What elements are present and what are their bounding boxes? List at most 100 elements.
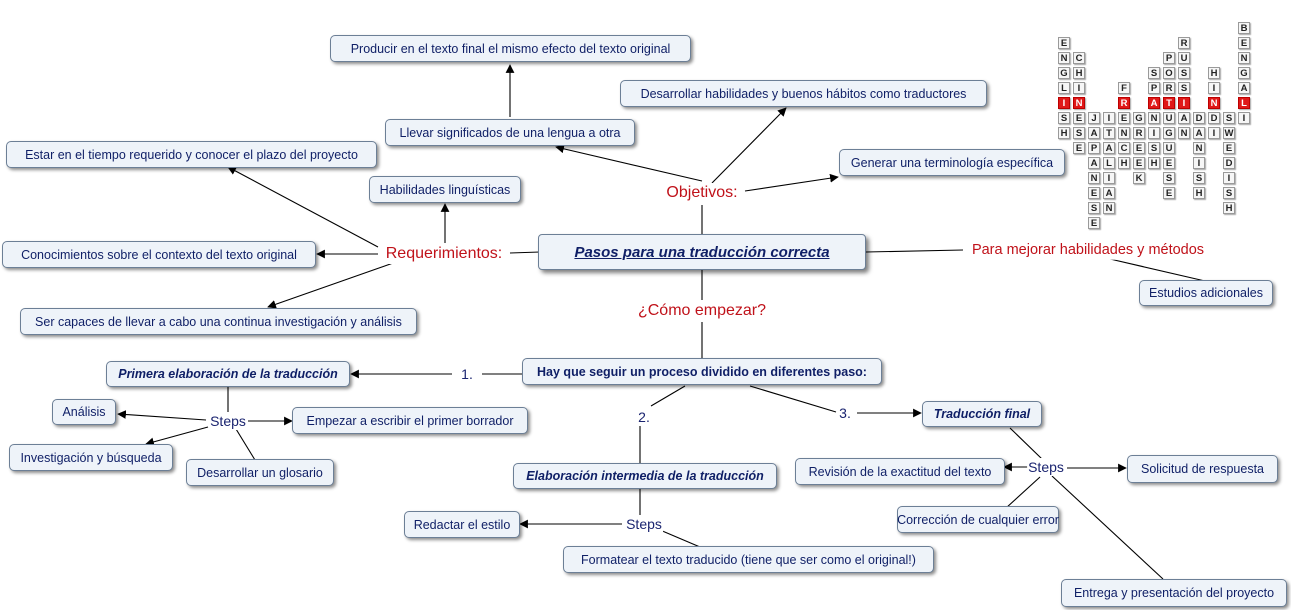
logo-tile: B	[1238, 22, 1250, 34]
logo-tile: E	[1223, 142, 1235, 154]
logo-tile: U	[1163, 142, 1175, 154]
logo-tile: N	[1193, 142, 1205, 154]
logo-tile: I	[1073, 82, 1085, 94]
arrow-desarrollar	[711, 107, 787, 184]
logo-tile: T	[1103, 127, 1115, 139]
logo-tile: E	[1238, 37, 1250, 49]
logo-tile: D	[1193, 112, 1205, 124]
node-conocimientos[interactable]: Conocimientos sobre el contexto del text…	[2, 241, 316, 268]
line-correccion	[1005, 476, 1041, 509]
logo-tile: N	[1238, 52, 1250, 64]
node-estar-tiempo[interactable]: Estar en el tiempo requerido y conocer e…	[6, 141, 377, 168]
logo-tile: I	[1223, 172, 1235, 184]
line-step2	[650, 385, 686, 407]
logo-tile: D	[1223, 157, 1235, 169]
logo-tile: N	[1058, 52, 1070, 64]
arrow-llevar	[555, 144, 703, 182]
logo-tile: F	[1118, 82, 1130, 94]
logo-tile: A	[1088, 157, 1100, 169]
logo-highlight-tile: I	[1178, 97, 1190, 109]
label-step-2: 2.	[637, 408, 651, 426]
logo-tile: S	[1193, 172, 1205, 184]
node-revision[interactable]: Revisión de la exactitud del texto	[795, 458, 1005, 485]
line-estudios	[1109, 258, 1206, 282]
node-producir[interactable]: Producir en el texto final el mismo efec…	[330, 35, 691, 62]
line-main-requerimientos	[509, 251, 541, 254]
node-traduccion-final[interactable]: Traducción final	[922, 401, 1042, 427]
logo-tile: U	[1163, 112, 1175, 124]
label-steps-intermedia: Steps	[625, 515, 663, 533]
arrow-generar	[744, 173, 839, 192]
logo-tile: E	[1133, 142, 1145, 154]
logo-tile: S	[1058, 112, 1070, 124]
logo-tile: G	[1238, 67, 1250, 79]
logo-tile: E	[1088, 217, 1100, 229]
node-llevar-significados[interactable]: Llevar significados de una lengua a otra	[385, 119, 635, 146]
logo-highlight-tile: N	[1073, 97, 1085, 109]
node-primera-elaboracion[interactable]: Primera elaboración de la traducción	[106, 361, 350, 387]
logo-tile: C	[1118, 142, 1130, 154]
node-desarrollar-habilidades[interactable]: Desarrollar habilidades y buenos hábitos…	[620, 80, 987, 107]
logo-highlight-tile: A	[1148, 97, 1160, 109]
logo-tile: G	[1133, 112, 1145, 124]
line-step3	[749, 385, 837, 413]
node-entrega[interactable]: Entrega y presentación del proyecto	[1061, 579, 1287, 607]
logo-tile: S	[1148, 142, 1160, 154]
logo-tile: I	[1208, 127, 1220, 139]
logo-tile: A	[1088, 127, 1100, 139]
arrow-analisis	[117, 410, 207, 421]
logo-tile: A	[1178, 112, 1190, 124]
logo-tile: N	[1118, 127, 1130, 139]
node-proceso[interactable]: Hay que seguir un proceso dividido en di…	[522, 358, 882, 385]
logo-tile: I	[1238, 112, 1250, 124]
main-topic[interactable]: Pasos para una traducción correcta	[538, 234, 866, 270]
logo-tile: G	[1163, 127, 1175, 139]
node-ser-capaces[interactable]: Ser capaces de llevar a cabo una continu…	[20, 308, 417, 335]
logo-tile: P	[1148, 82, 1160, 94]
node-generar-terminologia[interactable]: Generar una terminología específica	[839, 149, 1065, 176]
logo-tile: E	[1073, 142, 1085, 154]
logo-highlight-tile: N	[1208, 97, 1220, 109]
node-habilidades-linguisticas[interactable]: Habilidades linguísticas	[369, 176, 521, 203]
logo-tile: I	[1103, 112, 1115, 124]
node-formatear[interactable]: Formatear el texto traducido (tiene que …	[563, 546, 934, 573]
node-desarrollar-glosario[interactable]: Desarrollar un glosario	[186, 459, 334, 486]
logo-tile: C	[1073, 52, 1085, 64]
logo-tile: L	[1058, 82, 1070, 94]
logo-tile: R	[1163, 82, 1175, 94]
node-correccion[interactable]: Corrección de cualquier error	[897, 506, 1059, 533]
logo-tile: S	[1223, 187, 1235, 199]
logo-tile: E	[1163, 187, 1175, 199]
logo-tile: D	[1208, 112, 1220, 124]
logo-tile: I	[1148, 127, 1160, 139]
logo-highlight-tile: T	[1163, 97, 1175, 109]
logo-tile: N	[1148, 112, 1160, 124]
arrow-ser-capaces	[267, 261, 397, 309]
logo-tile: N	[1178, 127, 1190, 139]
logo-tile: R	[1178, 37, 1190, 49]
logo-tile: N	[1103, 202, 1115, 214]
logo-tile: A	[1238, 82, 1250, 94]
logo-tile: I	[1208, 82, 1220, 94]
logo-tile: S	[1223, 112, 1235, 124]
logo-tile: S	[1163, 172, 1175, 184]
logo-tile: H	[1208, 67, 1220, 79]
node-analisis[interactable]: Análisis	[52, 399, 116, 425]
logo-tile: S	[1148, 67, 1160, 79]
node-redactar-estilo[interactable]: Redactar el estilo	[404, 511, 520, 538]
node-investigacion[interactable]: Investigación y búsqueda	[9, 444, 173, 471]
logo-tile: I	[1193, 157, 1205, 169]
node-elaboracion-intermedia[interactable]: Elaboración intermedia de la traducción	[513, 463, 777, 489]
logo-tile: A	[1103, 142, 1115, 154]
node-estudios-adicionales[interactable]: Estudios adicionales	[1139, 280, 1273, 306]
logo-tile: U	[1178, 52, 1190, 64]
logo-tile: N	[1088, 172, 1100, 184]
logo-tile: L	[1103, 157, 1115, 169]
logo-tile: P	[1088, 142, 1100, 154]
node-empezar-escribir[interactable]: Empezar a escribir el primer borrador	[292, 407, 528, 434]
arrow-investigacion	[145, 426, 209, 447]
logo-tile: H	[1148, 157, 1160, 169]
node-solicitud[interactable]: Solicitud de respuesta	[1127, 455, 1278, 483]
